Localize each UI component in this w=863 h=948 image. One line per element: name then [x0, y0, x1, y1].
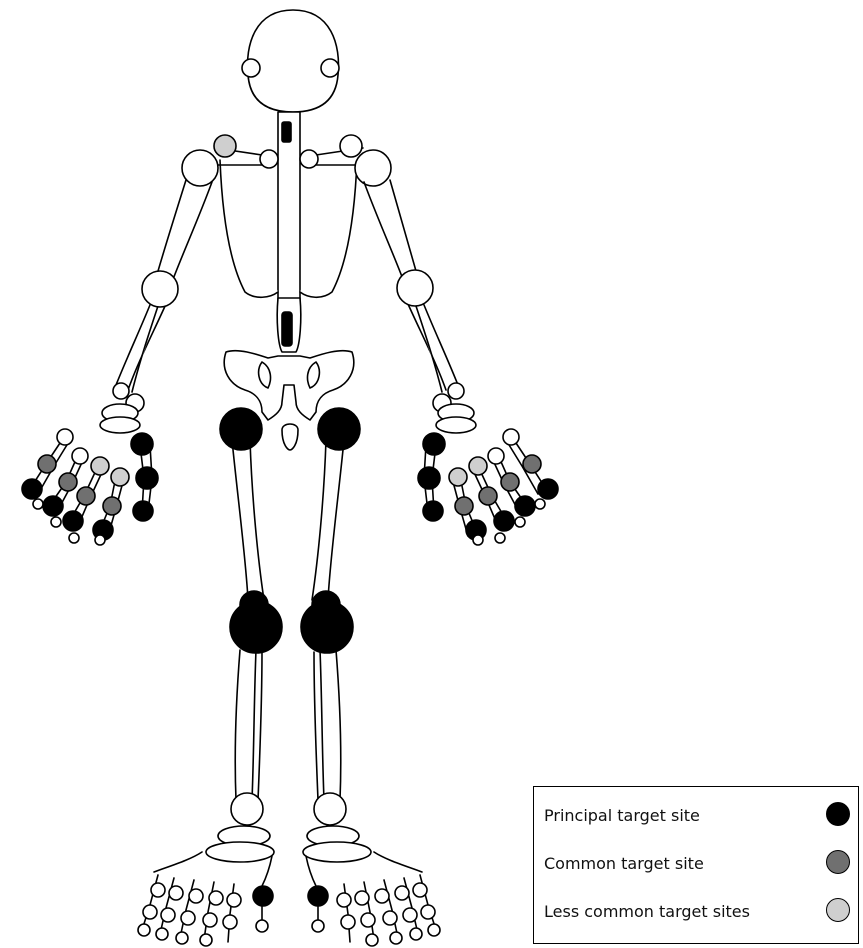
left-big-toe-mtp-site — [253, 886, 273, 906]
legend-label-principal: Principal target site — [544, 806, 700, 825]
right-acromion-joint — [340, 135, 362, 157]
cervical-spine-site — [282, 122, 291, 142]
right-ankle-joint — [314, 793, 346, 825]
legend-swatch-less-common — [826, 898, 850, 922]
left-ear-joint — [242, 59, 260, 77]
left-shoulder-joint — [182, 150, 218, 186]
right-hip-site — [318, 408, 360, 450]
right-sternoclavicular-joint — [300, 150, 318, 168]
right-hand-joints — [418, 429, 558, 545]
left-foot-tarsals — [154, 826, 274, 886]
right-big-toe-mtp-site — [308, 886, 328, 906]
left-hand-joints — [22, 429, 158, 545]
left-femur — [232, 440, 264, 600]
left-toe-joints — [138, 883, 268, 946]
legend-swatch-principal — [826, 802, 850, 826]
right-tibia — [314, 650, 341, 800]
legend-swatch-common — [826, 850, 850, 874]
right-elbow-joint — [397, 270, 433, 306]
lumbar-spine-site — [282, 312, 292, 346]
legend-item-principal: Principal target site — [544, 801, 850, 831]
left-acromion-joint — [214, 135, 236, 157]
legend: Principal target site Common target site… — [533, 786, 859, 944]
right-wrist-joint-a — [448, 383, 464, 399]
right-shoulder-joint — [355, 150, 391, 186]
left-hip-site — [220, 408, 262, 450]
legend-item-common: Common target site — [544, 849, 850, 879]
left-knee-site — [230, 601, 282, 653]
left-elbow-joint — [142, 271, 178, 307]
right-toe-joints — [312, 883, 440, 946]
right-knee-site — [301, 601, 353, 653]
left-wrist-joint-a — [113, 383, 129, 399]
legend-item-less-common: Less common target sites — [544, 897, 850, 927]
right-ear-joint — [321, 59, 339, 77]
left-hand-carpals — [100, 404, 140, 433]
legend-label-common: Common target site — [544, 854, 704, 873]
legend-label-less-common: Less common target sites — [544, 902, 750, 921]
left-sternoclavicular-joint — [260, 150, 278, 168]
left-tibia — [235, 650, 262, 800]
right-hand-carpals — [436, 404, 476, 433]
right-femur — [312, 440, 344, 600]
right-foot-tarsals — [303, 826, 422, 886]
left-ankle-joint — [231, 793, 263, 825]
